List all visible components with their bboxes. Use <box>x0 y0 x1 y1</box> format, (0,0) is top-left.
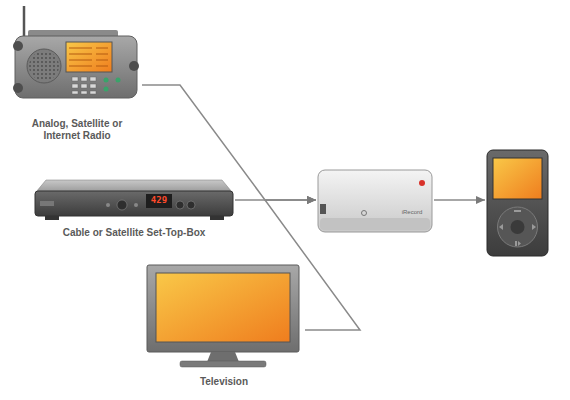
set-top-box-illustration-part <box>187 201 195 209</box>
signal-connector <box>434 196 485 204</box>
radio-illustration-part-part <box>69 66 92 67</box>
ipod-illustration <box>487 150 548 256</box>
ipod-illustration-part-part <box>514 210 521 212</box>
irecord-node: iRecord <box>316 168 434 234</box>
display-digits: 429 <box>146 195 172 206</box>
radio-illustration-part-part <box>96 54 108 55</box>
signal-connector <box>265 196 360 330</box>
ipod-illustration-part <box>511 220 525 234</box>
signal-connector <box>142 85 316 204</box>
device-caption: Analog, Satellite or Internet Radio <box>24 118 130 142</box>
radio-illustration-part <box>29 51 59 81</box>
irecord-illustration-part <box>362 211 367 216</box>
radio-illustration-part-part <box>90 84 96 88</box>
device-caption: Television <box>144 376 304 388</box>
set-top-box-illustration <box>35 180 233 220</box>
radio-illustration-part-part <box>96 48 108 49</box>
irecord-illustration-part <box>320 218 430 230</box>
set-top-box-illustration-part <box>134 203 138 207</box>
radio-illustration-part <box>27 49 61 83</box>
radio-illustration-part <box>13 83 23 93</box>
ipod-illustration-part <box>498 207 538 247</box>
radio-illustration-part <box>69 48 108 66</box>
radio-illustration-part <box>104 87 109 92</box>
irecord-illustration-part <box>318 170 432 232</box>
radio-illustration-part-part <box>90 77 96 81</box>
arrowhead <box>307 196 316 204</box>
television-illustration <box>147 265 299 367</box>
radio-illustration-part <box>72 77 96 94</box>
radio-illustration-part <box>15 36 137 98</box>
radio-illustration-part <box>129 61 139 71</box>
radio-illustration-part-part <box>69 48 92 49</box>
television-illustration-part <box>156 273 290 342</box>
arrowhead <box>307 196 316 204</box>
television-illustration-part <box>207 352 239 362</box>
radio-illustration-part <box>23 6 26 40</box>
set-top-box-illustration-part <box>210 216 224 220</box>
radio-node: Analog, Satellite or Internet Radio <box>12 3 142 144</box>
set-top-box-illustration-part <box>45 216 59 220</box>
television-node: Television <box>142 262 305 390</box>
radio-illustration-part-part <box>81 84 87 88</box>
ipod-illustration-part <box>487 150 548 256</box>
radio-illustration-part <box>13 41 23 51</box>
radio-illustration-part-part <box>72 84 78 88</box>
ipod-illustration-part-part <box>532 224 536 230</box>
brand-label: iRecord <box>396 209 428 216</box>
radio-illustration-part-part <box>81 91 87 94</box>
irecord-illustration-part <box>320 204 326 214</box>
device-caption: Cable or Satellite Set-Top-Box <box>34 227 234 239</box>
radio-illustration-part-part <box>96 60 108 61</box>
connector-line <box>265 200 360 330</box>
set-top-box-illustration-part <box>36 180 232 192</box>
ipod-illustration-part-part <box>499 224 503 230</box>
radio-illustration-part <box>104 78 109 83</box>
set-top-box-illustration-part <box>176 201 184 209</box>
irecord-illustration-part <box>419 180 425 186</box>
radio-illustration-part-part <box>81 77 87 81</box>
radio-illustration-part <box>66 42 112 72</box>
radio-illustration-part-part <box>69 54 92 55</box>
arrowhead <box>476 196 485 204</box>
set-top-box-illustration-part <box>117 200 127 210</box>
set-top-box-illustration-part <box>106 203 110 207</box>
set-top-box-illustration-part <box>146 194 172 208</box>
radio-illustration-part-part <box>72 91 78 94</box>
radio-illustration-part-part <box>96 66 108 67</box>
television-illustration-part <box>147 265 299 352</box>
ipod-node <box>485 148 550 258</box>
radio-illustration <box>13 6 139 98</box>
radio-illustration-part <box>116 78 121 83</box>
set-top-box-illustration-part <box>40 201 54 206</box>
ipod-illustration-part <box>499 210 536 246</box>
irecord-illustration <box>318 170 432 232</box>
radio-illustration-part-part <box>69 60 92 61</box>
television-illustration-part <box>180 361 266 367</box>
radio-illustration-part-part <box>90 91 96 94</box>
ipod-illustration-part-part <box>518 241 521 246</box>
ipod-illustration-part-part <box>515 241 517 246</box>
connector-line <box>142 85 316 200</box>
set-top-box-illustration-part <box>35 191 233 216</box>
ipod-illustration-part <box>493 158 542 199</box>
arrowhead <box>307 196 316 204</box>
set-top-box-node: 429Cable or Satellite Set-Top-Box <box>32 176 235 244</box>
radio-illustration-part-part <box>72 77 78 81</box>
